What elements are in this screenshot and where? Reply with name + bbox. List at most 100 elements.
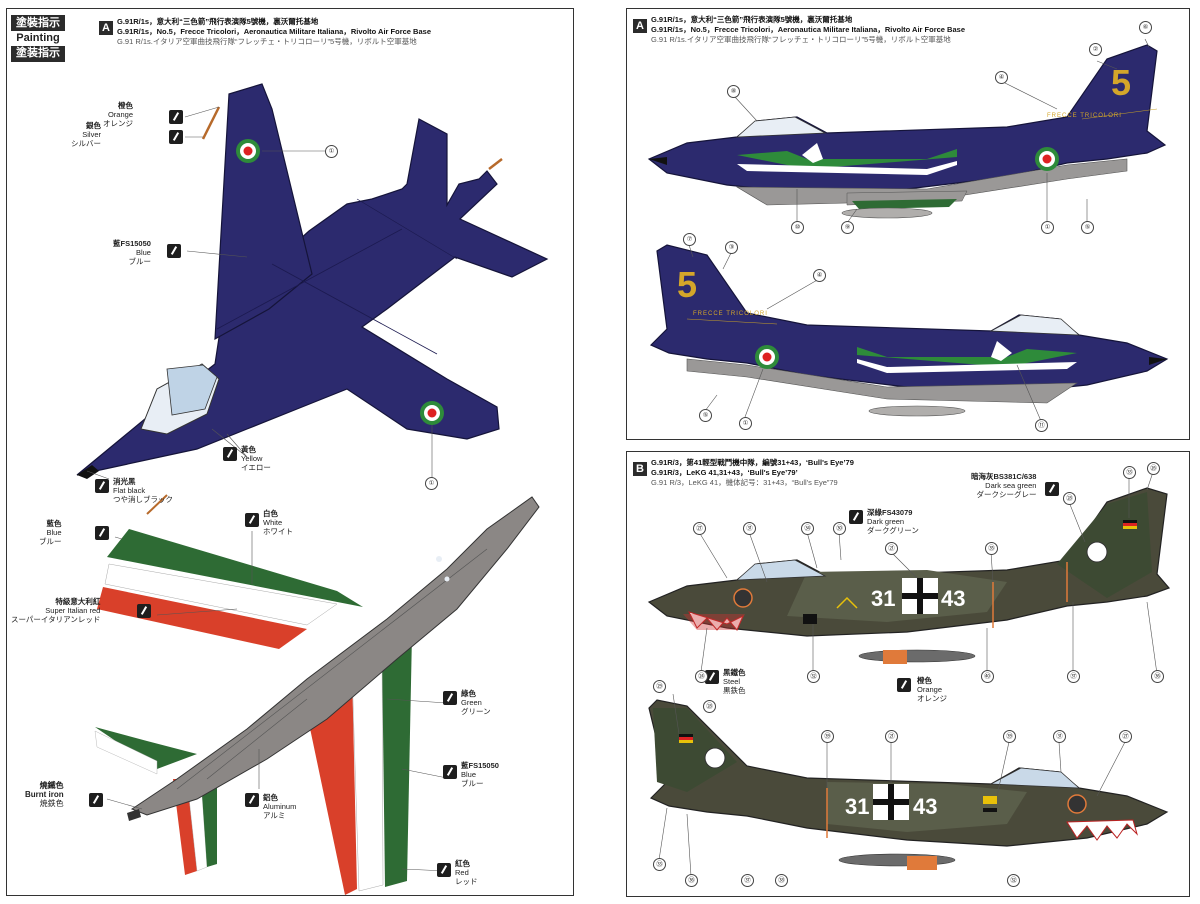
decal-number: ㉝: [1123, 466, 1136, 479]
paint-brush-icon: [897, 678, 911, 692]
profile-header: G.91R/1s，意大利“三色箭”飛行表演隊5號機，裏沃爾托基地 G.91R/1…: [117, 17, 431, 46]
decal-number: ①: [1041, 221, 1054, 234]
fuselage-code-left: 31: [871, 586, 896, 611]
paint-brush-icon: [223, 447, 237, 461]
roundel-wing-right: [420, 401, 444, 425]
decal-number: ㊳: [775, 874, 788, 887]
decal-number: ㉔: [695, 670, 708, 683]
decal-number: ㊲: [1067, 670, 1080, 683]
paint-brush-icon: [137, 604, 151, 618]
decal-number: ③: [725, 241, 738, 254]
decal-number: ㉜: [807, 670, 820, 683]
decal-number: ㉘: [703, 700, 716, 713]
decal-number: ⑧: [727, 85, 740, 98]
profile-header: G.91R/3，第41輕型戰鬥機中隊，編號31+43，‘Bull's Eye’7…: [651, 458, 854, 487]
decal-number: ⑩: [791, 221, 804, 234]
paint-brush-icon: [443, 765, 457, 779]
aircraft-side-view-right: [648, 699, 1169, 870]
tail-text: FRECCE TRICOLORI: [1047, 113, 1122, 119]
decal-number: ㉝: [653, 858, 666, 871]
decal-number: ①: [425, 477, 438, 490]
left-page: 塗裝指示 Painting 塗装指示 A G.91R/1s，意大利“三色箭”飛行…: [6, 8, 574, 896]
paint-brush-icon: [245, 513, 259, 527]
profile-badge-a: A: [99, 21, 113, 35]
paint-brush-icon: [437, 863, 451, 877]
decal-number: ㉑: [885, 542, 898, 555]
decal-number: ⑪: [1035, 419, 1048, 432]
decal-number: ㊴: [821, 730, 834, 743]
aircraft-side-view-right: [649, 244, 1169, 417]
decal-number: ④: [813, 269, 826, 282]
decal-number: ⑦: [683, 233, 696, 246]
decal-number: ㉖: [1147, 462, 1160, 475]
paint-brush-icon: [95, 479, 109, 493]
decal-number: ㉛: [743, 522, 756, 535]
decal-number: ⑤: [1081, 221, 1094, 234]
fuselage-code-right: 43: [941, 586, 966, 611]
aircraft-side-view-left: [647, 44, 1167, 219]
aircraft-drawings-left: [76, 83, 549, 895]
decal-number: ㉗: [1119, 730, 1132, 743]
decal-number: ⑨: [841, 221, 854, 234]
decal-number: ㉞: [801, 522, 814, 535]
paint-brush-icon: [1045, 482, 1059, 496]
paint-brush-icon: [167, 244, 181, 258]
decal-number: ⑤: [699, 409, 712, 422]
decal-number: ⑥: [1139, 21, 1152, 34]
decal-number: ㉚: [833, 522, 846, 535]
fuselage-code-left: 31: [845, 794, 870, 819]
decal-number: ㊲: [741, 874, 754, 887]
decal-number: ㉗: [693, 522, 706, 535]
decal-number: ㊱: [685, 874, 698, 887]
fuselage-code-right: 43: [913, 794, 938, 819]
paint-brush-icon: [849, 510, 863, 524]
paint-brush-icon: [169, 130, 183, 144]
decal-number: ㉛: [1053, 730, 1066, 743]
aircraft-bottom-view: [94, 494, 540, 895]
decal-number: ②: [1089, 43, 1102, 56]
aircraft-side-view-left: [647, 487, 1171, 664]
panel-a-side-views: A G.91R/1s，意大利“三色箭”飛行表演隊5號機，裏沃爾托基地 G.91R…: [626, 8, 1190, 440]
profile-badge-b: B: [633, 462, 647, 476]
paint-brush-icon: [169, 110, 183, 124]
decal-number: ㉘: [1063, 492, 1076, 505]
profile-header: G.91R/1s，意大利“三色箭”飛行表演隊5號機，裏沃爾托基地 G.91R/1…: [651, 15, 965, 44]
decal-number: ①: [739, 417, 752, 430]
decal-number: ㊴: [1003, 730, 1016, 743]
paint-brush-icon: [705, 670, 719, 684]
decal-number: ㉙: [653, 680, 666, 693]
decal-number: ㉟: [985, 542, 998, 555]
paint-brush-icon: [245, 793, 259, 807]
tail-text: FRECCE TRICOLORI: [693, 311, 768, 317]
paint-brush-icon: [89, 793, 103, 807]
decal-number: ①: [325, 145, 338, 158]
panel-b-side-views: B G.91R/3，第41輕型戰鬥機中隊，編號31+43，‘Bull's Eye…: [626, 451, 1190, 897]
tail-number: 5: [677, 264, 698, 305]
decal-number: ㊱: [1151, 670, 1164, 683]
aircraft-side-views-b: [647, 471, 1171, 877]
tail-number: 5: [1111, 62, 1132, 103]
paint-brush-icon: [443, 691, 457, 705]
decal-number: ㉑: [885, 730, 898, 743]
aircraft-side-views-a: [647, 38, 1169, 422]
profile-badge-a: A: [633, 19, 647, 33]
decal-number: ④: [995, 71, 1008, 84]
decal-number: ㊵: [981, 670, 994, 683]
decal-number: ㉜: [1007, 874, 1020, 887]
